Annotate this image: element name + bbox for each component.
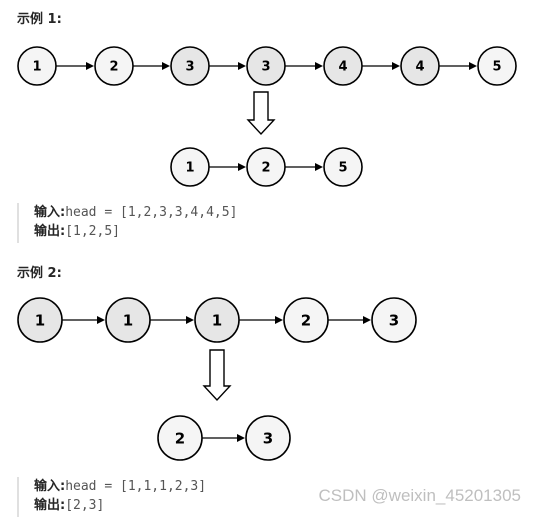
output-label: 输出:	[34, 498, 66, 513]
arrowhead-icon	[238, 163, 246, 171]
node-circle	[170, 46, 210, 86]
node-value: 3	[185, 60, 194, 75]
list-node: 3	[371, 297, 417, 343]
node-circle	[105, 297, 151, 343]
node-value: 1	[185, 161, 194, 176]
node-value: 3	[263, 430, 273, 448]
list-node: 3	[245, 415, 291, 461]
arrowhead-icon	[392, 62, 400, 70]
down-arrow-icon	[246, 91, 276, 136]
node-value: 1	[35, 312, 45, 330]
list-node: 4	[323, 46, 363, 86]
example-2-input-line: 输入:head = [1,1,1,2,3]	[34, 477, 206, 496]
node-value: 1	[32, 60, 41, 75]
node-value: 5	[338, 161, 347, 176]
arrowhead-icon	[97, 316, 105, 324]
node-value: 4	[338, 60, 347, 75]
node-circle	[246, 147, 286, 187]
arrowhead-icon	[363, 316, 371, 324]
output-value: [1,2,5]	[65, 224, 120, 239]
node-circle	[157, 415, 203, 461]
example-2-output-line: 输出:[2,3]	[34, 496, 206, 515]
node-value: 2	[175, 430, 185, 448]
output-label: 输出:	[34, 224, 66, 239]
watermark: CSDN @weixin_45201305	[318, 486, 521, 505]
node-value: 1	[123, 312, 133, 330]
node-value: 4	[415, 60, 424, 75]
node-value: 3	[261, 60, 270, 75]
list-node: 3	[246, 46, 286, 86]
arrowhead-icon	[469, 62, 477, 70]
input-value: head = [1,2,3,3,4,4,5]	[65, 205, 238, 220]
list-node: 1	[105, 297, 151, 343]
node-value: 5	[492, 60, 501, 75]
node-value: 1	[212, 312, 222, 330]
list-node: 3	[170, 46, 210, 86]
example-1-diagram: 1 2 3 3 4 4 5 1 2 5	[17, 46, 517, 187]
down-arrow-icon	[202, 349, 232, 402]
arrowhead-icon	[86, 62, 94, 70]
node-value: 2	[301, 312, 311, 330]
arrowhead-icon	[315, 163, 323, 171]
arrowhead-icon	[162, 62, 170, 70]
node-value: 2	[261, 161, 270, 176]
input-label: 输入:	[34, 205, 66, 220]
list-node: 4	[400, 46, 440, 86]
example-1-io: 输入:head = [1,2,3,3,4,4,5] 输出:[1,2,5]	[17, 203, 237, 243]
node-circle	[94, 46, 134, 86]
node-circle	[170, 147, 210, 187]
node-value: 3	[389, 312, 399, 330]
list-node: 5	[477, 46, 517, 86]
example-1-output-list: 1 2 5	[170, 147, 363, 187]
node-value: 2	[109, 60, 118, 75]
example-1-input-line: 输入:head = [1,2,3,3,4,4,5]	[34, 203, 237, 222]
example-1-output-line: 输出:[1,2,5]	[34, 222, 237, 241]
arrowhead-icon	[275, 316, 283, 324]
list-node: 2	[157, 415, 203, 461]
node-circle	[371, 297, 417, 343]
arrowhead-icon	[237, 434, 245, 442]
node-circle	[477, 46, 517, 86]
node-circle	[246, 46, 286, 86]
list-node: 2	[246, 147, 286, 187]
example-2-input-list: 1 1 1 2 3	[17, 297, 417, 343]
list-node: 1	[194, 297, 240, 343]
example-2-title: 示例 2:	[17, 266, 62, 281]
node-circle	[400, 46, 440, 86]
node-circle	[323, 147, 363, 187]
node-circle	[323, 46, 363, 86]
example-2-io: 输入:head = [1,1,1,2,3] 输出:[2,3]	[17, 477, 206, 517]
node-circle	[194, 297, 240, 343]
node-circle	[17, 46, 57, 86]
example-1-input-list: 1 2 3 3 4 4 5	[17, 46, 517, 86]
arrowhead-icon	[315, 62, 323, 70]
list-node: 5	[323, 147, 363, 187]
list-node: 2	[283, 297, 329, 343]
arrowhead-icon	[238, 62, 246, 70]
list-node: 1	[170, 147, 210, 187]
list-node: 2	[94, 46, 134, 86]
example-1-title: 示例 1:	[17, 12, 62, 27]
list-node: 1	[17, 297, 63, 343]
list-node: 1	[17, 46, 57, 86]
node-circle	[283, 297, 329, 343]
input-label: 输入:	[34, 479, 66, 494]
output-value: [2,3]	[65, 498, 105, 513]
node-circle	[17, 297, 63, 343]
node-circle	[245, 415, 291, 461]
input-value: head = [1,1,1,2,3]	[65, 479, 207, 494]
arrowhead-icon	[186, 316, 194, 324]
